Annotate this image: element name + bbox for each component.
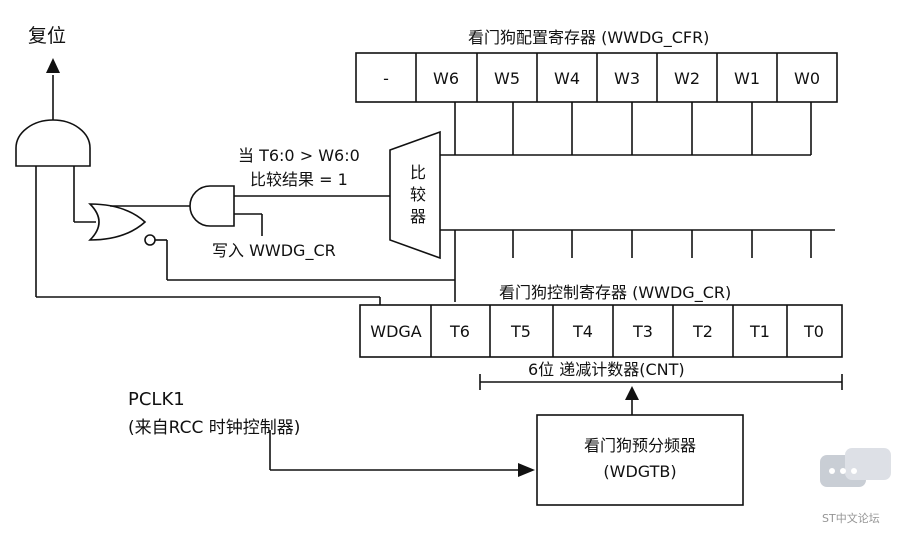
forum-logo: ST中文论坛 — [820, 448, 891, 525]
compare-condition: 当 T6:0 > W6:0 — [238, 146, 360, 165]
cr-bit: T0 — [803, 322, 824, 341]
comparator-label: 器 — [410, 207, 426, 226]
counter-label: 6位 递减计数器(CNT) — [528, 360, 685, 379]
watermark-text: ST中文论坛 — [822, 511, 880, 525]
comparator — [389, 130, 441, 260]
cfr-title: 看门狗配置寄存器 (WWDG_CFR) — [468, 28, 709, 48]
cr-bit: T5 — [510, 322, 531, 341]
cr-bit: T2 — [692, 322, 713, 341]
reset-and-gate — [15, 119, 91, 167]
cr-bit: T3 — [632, 322, 653, 341]
cfr-bit: W3 — [614, 69, 640, 88]
compare-and-gate — [189, 185, 235, 227]
cfr-bit: W2 — [674, 69, 700, 88]
cr-register — [359, 304, 843, 358]
cfr-bit: W1 — [734, 69, 760, 88]
cfr-bit: W4 — [554, 69, 580, 88]
pclk-label: PCLK1 — [128, 389, 185, 410]
cr-bit: T1 — [749, 322, 770, 341]
cr-bit: T4 — [572, 322, 593, 341]
cfr-bit: W5 — [494, 69, 520, 88]
reset-label: 复位 — [28, 25, 66, 47]
cr-bit: T6 — [449, 322, 470, 341]
cfr-bit: - — [383, 69, 389, 88]
cfr-bit: W6 — [433, 69, 459, 88]
cr-bit: WDGA — [370, 322, 422, 341]
comparator-label: 较 — [410, 185, 426, 204]
pclk-source: (来自RCC 时钟控制器) — [128, 418, 300, 438]
prescaler-title: 看门狗预分频器 — [584, 436, 696, 455]
write-cr-label: 写入 WWDG_CR — [212, 241, 336, 261]
comparator-label: 比 — [410, 163, 426, 182]
prescaler-subtitle: (WDGTB) — [603, 462, 676, 481]
or-gate — [88, 203, 147, 241]
compare-result: 比较结果 = 1 — [250, 170, 348, 189]
cr-title: 看门狗控制寄存器 (WWDG_CR) — [499, 283, 731, 303]
prescaler-box — [536, 414, 744, 506]
cfr-bit: W0 — [794, 69, 820, 88]
